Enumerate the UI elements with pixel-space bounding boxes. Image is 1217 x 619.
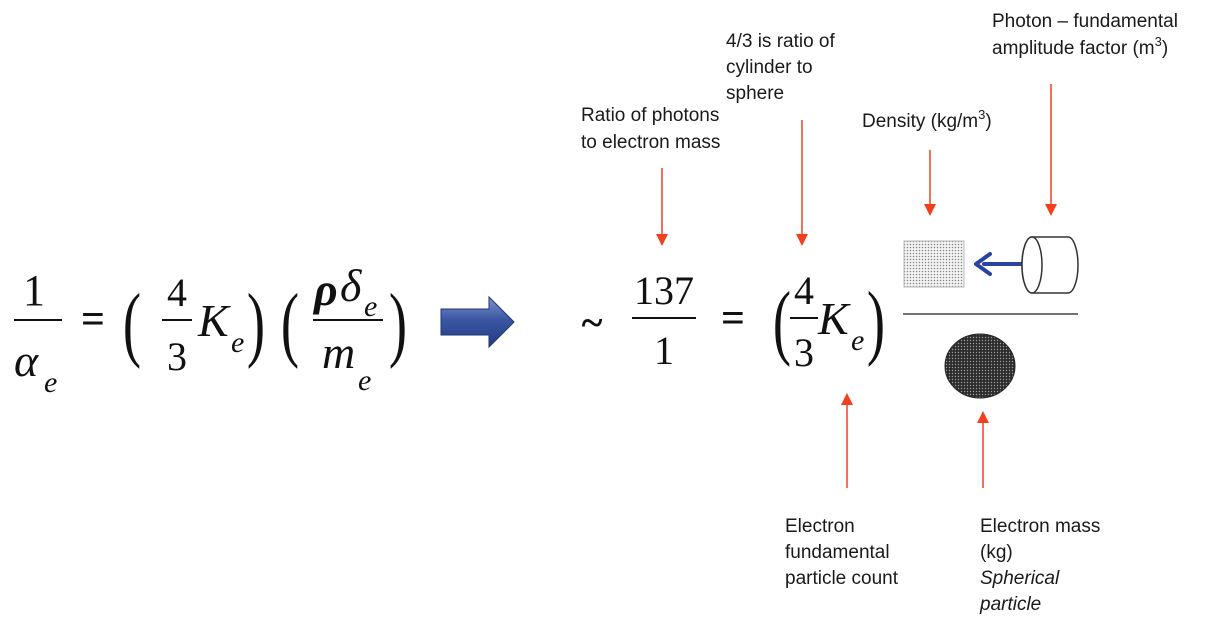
right-equation: ~ 137 1 = ( 4 3 K e ) <box>582 236 1079 399</box>
cylinder-line-2: cylinder to <box>726 57 813 78</box>
right-k-symbol: K <box>817 293 851 344</box>
right-arrow-icon <box>440 295 515 349</box>
photon-line-2: amplitude factor (m3) <box>992 34 1168 59</box>
arrow-density-head <box>924 204 936 216</box>
electron-mass-line-1: Electron mass <box>980 516 1100 537</box>
annotation-electron-count: Electron fundamental particle count <box>785 516 899 589</box>
electron-count-line-1: Electron <box>785 516 855 537</box>
delta-symbol: δ <box>340 260 362 311</box>
mass-subscript: e <box>358 364 371 397</box>
right-open-paren: ( <box>773 275 791 367</box>
left-three: 3 <box>167 334 187 379</box>
left-fraction-numerator: 1 <box>23 266 45 315</box>
arrow-photon-head <box>1045 204 1057 216</box>
annotation-density: Density (kg/m3) <box>862 107 992 132</box>
cylinder-line-3: sphere <box>726 83 784 104</box>
electron-mass-line-2: (kg) <box>980 542 1013 563</box>
annotation-cylinder-ratio: 4/3 is ratio of cylinder to sphere <box>726 31 835 104</box>
annotation-photon: Photon – fundamental amplitude factor (m… <box>992 11 1178 59</box>
cylinder-icon <box>1021 236 1079 294</box>
annotation-ratio-photons: Ratio of photons to electron mass <box>581 105 720 153</box>
arrow-cylinder-ratio-head <box>796 234 808 246</box>
electron-mass-line-4: particle <box>979 594 1041 615</box>
electron-count-line-3: particle count <box>785 568 899 589</box>
electron-count-line-2: fundamental <box>785 542 890 563</box>
flow-arrow <box>974 252 1025 276</box>
left-equation: 1 α e = ( 4 3 K e ) ( ρ δ e m e ) <box>14 260 407 399</box>
rho-symbol: ρ <box>312 264 338 315</box>
left-four: 4 <box>167 270 187 315</box>
ratio-photons-line-2: to electron mass <box>581 132 720 153</box>
stippled-square-icon <box>903 240 965 288</box>
left-k-subscript: e <box>231 326 244 359</box>
left-k-symbol: K <box>197 295 231 346</box>
arrow-electron-mass-head <box>977 411 989 423</box>
approx-sign: ~ <box>582 300 603 345</box>
arrow-electron-count-head <box>841 393 853 405</box>
cylinder-line-1: 4/3 is ratio of <box>726 31 835 52</box>
alpha-subscript: e <box>44 366 57 399</box>
right-k-subscript: e <box>851 324 864 357</box>
sphere-icon <box>944 333 1016 399</box>
right-equals-sign: = <box>721 296 745 342</box>
electron-mass-line-3: Spherical <box>980 568 1060 589</box>
alpha-symbol: α <box>14 335 39 386</box>
delta-subscript: e <box>364 290 377 323</box>
left-equals-sign: = <box>81 297 105 343</box>
right-three: 3 <box>794 330 814 375</box>
left-open-paren-1: ( <box>123 277 141 369</box>
left-open-paren-2: ( <box>281 277 299 369</box>
mass-symbol: m <box>322 327 355 378</box>
density-label: Density (kg/m3) <box>862 107 992 132</box>
right-close-paren: ) <box>867 275 885 367</box>
left-close-paren-2: ) <box>389 277 407 369</box>
ratio-denominator: 1 <box>654 328 674 373</box>
ratio-photons-line-1: Ratio of photons <box>581 105 719 126</box>
left-close-paren-1: ) <box>247 277 265 369</box>
right-four: 4 <box>794 268 814 313</box>
ratio-numerator: 137 <box>634 268 694 313</box>
annotation-electron-mass: Electron mass (kg) Spherical particle <box>979 516 1100 615</box>
arrow-ratio-photons-head <box>656 234 668 246</box>
annotation-arrows <box>656 84 1057 488</box>
photon-line-1: Photon – fundamental <box>992 11 1178 32</box>
